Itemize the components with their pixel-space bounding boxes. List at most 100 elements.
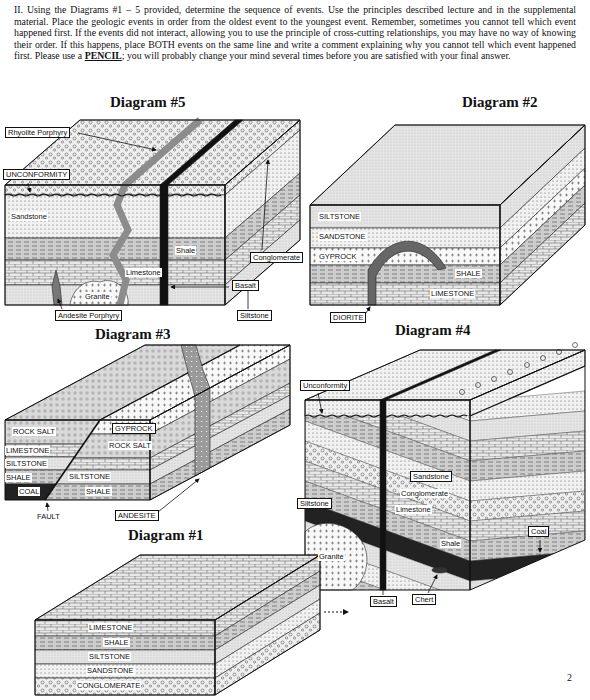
pebble-layer <box>508 370 513 375</box>
tilted-layers-side <box>470 391 585 661</box>
callout-box: Rhyolite Porphyry <box>5 127 70 138</box>
callout-box: Basalt <box>370 596 397 607</box>
leader-arrows <box>78 133 156 150</box>
diagram5-block <box>5 120 300 305</box>
diagram5-block <box>160 185 168 305</box>
pebble-layer <box>460 390 465 395</box>
callout-box: Siltstone <box>297 498 332 509</box>
rock-layer <box>470 551 585 581</box>
diagram3-block <box>150 409 290 500</box>
callout-box: GYPROCK <box>112 423 156 434</box>
rock-label: SHALE <box>455 269 482 278</box>
diagram3-block <box>5 345 290 500</box>
diagram5-block <box>160 120 243 185</box>
instructions: II. Using the Diagrams #1 – 5 provided, … <box>14 4 576 62</box>
diagram4-block <box>470 350 585 590</box>
leader-arrows <box>540 540 541 552</box>
fault-block-right <box>5 484 150 500</box>
callout-text: Chert <box>415 595 433 604</box>
diagram3-block <box>5 345 290 420</box>
leader-arrows <box>366 307 370 313</box>
leader-arrows <box>428 575 437 593</box>
callout-box: DIORITE <box>330 312 366 323</box>
diagram5-block <box>52 270 62 305</box>
rock-label: Conglomerate <box>400 489 449 498</box>
rock-label: SHALE <box>85 487 112 496</box>
diagram1-block <box>35 555 348 695</box>
diagram4-block <box>305 350 585 400</box>
pebble-layer <box>492 377 497 382</box>
rock-label: SILTSTONE <box>318 212 361 221</box>
rock-label: Limestone <box>125 268 162 277</box>
diagram1-block <box>35 650 215 664</box>
rock-label: Granite <box>84 292 111 301</box>
leader-arrows <box>28 183 30 192</box>
callout-text: Unconformity <box>303 381 347 390</box>
callout-text: GYPROCK <box>115 424 153 433</box>
callout-text: Conglomerate <box>253 253 300 262</box>
diagram1-block <box>35 555 320 620</box>
diagram2-block <box>310 205 500 305</box>
diagram4-block <box>305 400 470 590</box>
diagram4-block <box>380 400 386 590</box>
diagram3-block <box>195 388 210 476</box>
diagram2-block <box>310 125 585 305</box>
diagram2-block <box>310 283 500 305</box>
diagram5-block <box>5 120 300 185</box>
emphasis-text: PENCIL <box>85 50 122 61</box>
diagram2-block <box>500 125 585 305</box>
fault-block-left <box>5 470 150 484</box>
diagram5-block <box>5 185 225 195</box>
leader-arrows <box>318 393 322 413</box>
rock-label: ROCK SALT <box>12 427 56 436</box>
callout-box: ANDESITE <box>115 510 159 521</box>
leader-arrows <box>158 479 199 512</box>
fault-block-right <box>5 458 150 470</box>
rock-label: COAL <box>18 487 40 496</box>
rock-layer <box>470 571 585 601</box>
rock-label: SILTSTONE <box>88 652 131 661</box>
diagram2-block <box>310 205 500 228</box>
diagram4-block <box>305 400 470 416</box>
rock-layer <box>470 611 585 641</box>
leader-arrows <box>28 133 540 595</box>
instruction-text: ; you will probably change your mind sev… <box>122 50 511 61</box>
page-number: 2 <box>566 672 573 684</box>
diagram-heading: Diagram #1 <box>128 527 203 544</box>
rock-label: CONGLOMERATE <box>76 681 141 690</box>
callout-text: Siltstone <box>240 311 269 320</box>
diagram2-block <box>500 203 585 305</box>
callout-box: Chert <box>412 594 436 605</box>
diagram5-block <box>225 120 300 305</box>
diagram4-block <box>470 366 585 416</box>
fault-block-left <box>5 457 150 470</box>
diagram1-block <box>35 664 215 678</box>
rock-label: FAULT <box>36 512 61 521</box>
leader-arrows <box>47 503 48 511</box>
callout-text: Coal <box>531 527 546 536</box>
diagram1-block <box>35 620 215 695</box>
pebble-layer <box>476 383 481 388</box>
rock-label: LIMESTONE <box>430 289 475 298</box>
diagram2-block <box>310 265 500 283</box>
rock-layer <box>470 631 585 661</box>
rock-label: SILTSTONE <box>68 472 111 481</box>
callout-box: Unconformity <box>300 380 350 391</box>
unconformity-line <box>5 194 221 196</box>
callout-box: Conglomerate <box>250 252 303 263</box>
callout-text: Andesite Porphyry <box>58 311 119 320</box>
rock-label: GYPROCK <box>318 252 358 261</box>
pebble-layer <box>573 343 578 348</box>
rock-label: SHALE <box>103 638 130 647</box>
callout-box: Andesite Porphyry <box>55 310 122 321</box>
callout-text: Basalt <box>373 597 394 606</box>
rock-label: ROCK SALT <box>108 441 152 450</box>
rock-layer <box>470 591 585 621</box>
unconformity-lines <box>5 194 467 417</box>
diagram2-block <box>310 125 585 205</box>
diagram3-block <box>181 345 210 396</box>
callout-text: Siltstone <box>300 499 329 508</box>
diagram-heading: Diagram #4 <box>395 322 470 339</box>
rock-label: Shale <box>175 246 196 255</box>
